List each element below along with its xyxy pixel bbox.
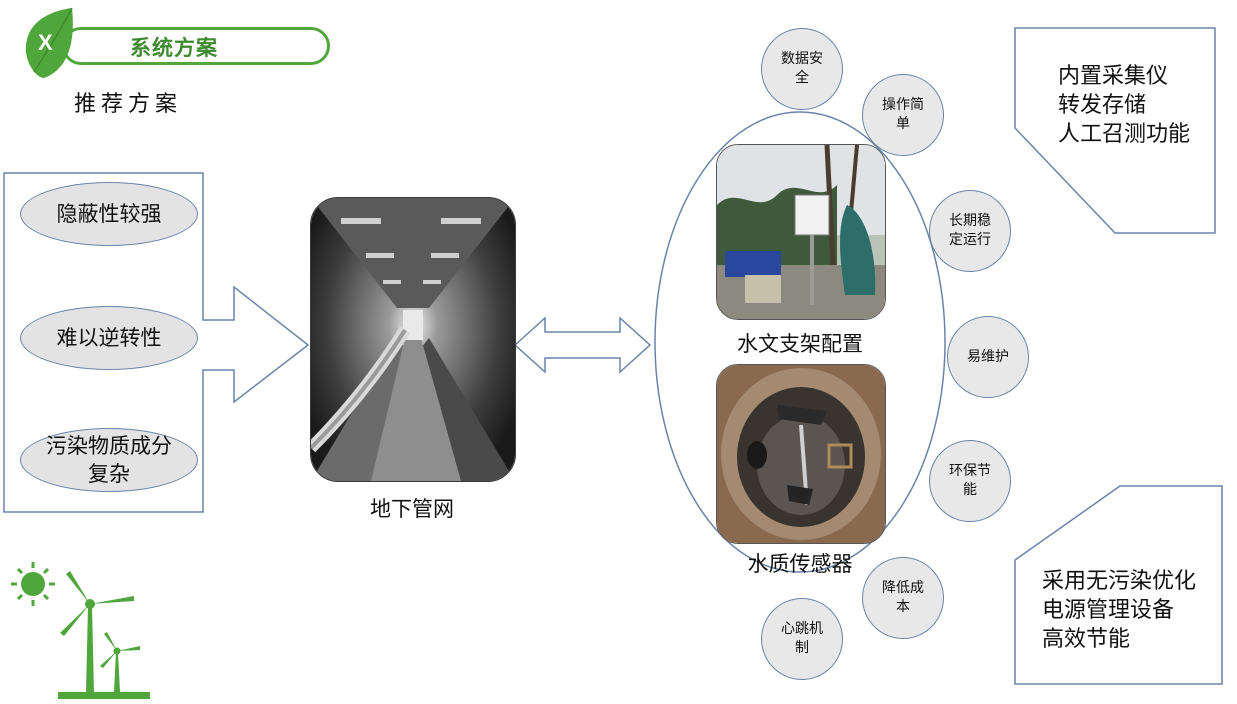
feature-circle-label: 降低成本 <box>880 579 926 617</box>
bottom-callout-line: 采用无污染优化 <box>1042 567 1220 596</box>
feature-ellipse-complex-pollutants: 污染物质成分复杂 <box>20 428 198 492</box>
water-quality-sensor-photo <box>716 364 886 544</box>
bottom-callout-text: 采用无污染优化 电源管理设备 高效节能 <box>1042 567 1220 654</box>
feature-ellipse-irreversibility: 难以逆转性 <box>20 306 198 370</box>
tunnel-caption: 地下管网 <box>312 493 512 523</box>
feature-ellipse-concealment: 隐蔽性较强 <box>20 182 198 246</box>
feature-circle-label: 易维护 <box>965 348 1011 367</box>
bottom-callout-line: 电源管理设备 <box>1042 596 1220 625</box>
sun-icon <box>11 562 55 606</box>
feature-circle-cost-reduction: 降低成本 <box>862 557 944 639</box>
feature-circle-label: 数据安全 <box>779 50 825 88</box>
top-callout-line: 内置采集仪 <box>1058 62 1208 91</box>
feature-ellipse-label: 隐蔽性较强 <box>44 200 174 228</box>
feature-circle-data-security: 数据安全 <box>761 28 843 110</box>
feature-circle-eco-energy-saving: 环保节能 <box>929 440 1011 522</box>
wind-turbine-icon <box>58 571 150 699</box>
feature-ellipse-label: 难以逆转性 <box>44 324 174 352</box>
page-subtitle: 推荐方案 <box>74 86 182 118</box>
bottom-callout-line: 高效节能 <box>1042 625 1220 654</box>
top-callout-line: 人工召测功能 <box>1058 120 1208 149</box>
badge-letter: X <box>38 30 53 56</box>
top-callout-line: 转发存储 <box>1058 91 1208 120</box>
hydrology-bracket-photo <box>716 144 886 320</box>
feature-circle-label: 长期稳定运行 <box>947 212 993 250</box>
feature-ellipse-label: 污染物质成分复杂 <box>44 432 174 488</box>
tunnel-photo <box>310 197 516 482</box>
top-callout-text: 内置采集仪 转发存储 人工召测功能 <box>1058 62 1208 149</box>
feature-circle-label: 操作简单 <box>880 96 926 134</box>
feature-circle-label: 心跳机制 <box>779 620 825 658</box>
water-quality-sensor-caption: 水质传感器 <box>716 548 884 578</box>
feature-circle-long-term-stability: 长期稳定运行 <box>929 190 1011 272</box>
feature-circle-heartbeat: 心跳机制 <box>761 598 843 680</box>
page-title: 系统方案 <box>130 32 218 62</box>
feature-circle-label: 环保节能 <box>947 462 993 500</box>
feature-circle-easy-operation: 操作简单 <box>862 74 944 156</box>
double-arrow <box>515 318 650 372</box>
feature-circle-easy-maintenance: 易维护 <box>947 316 1029 398</box>
hydrology-bracket-caption: 水文支架配置 <box>716 328 884 358</box>
